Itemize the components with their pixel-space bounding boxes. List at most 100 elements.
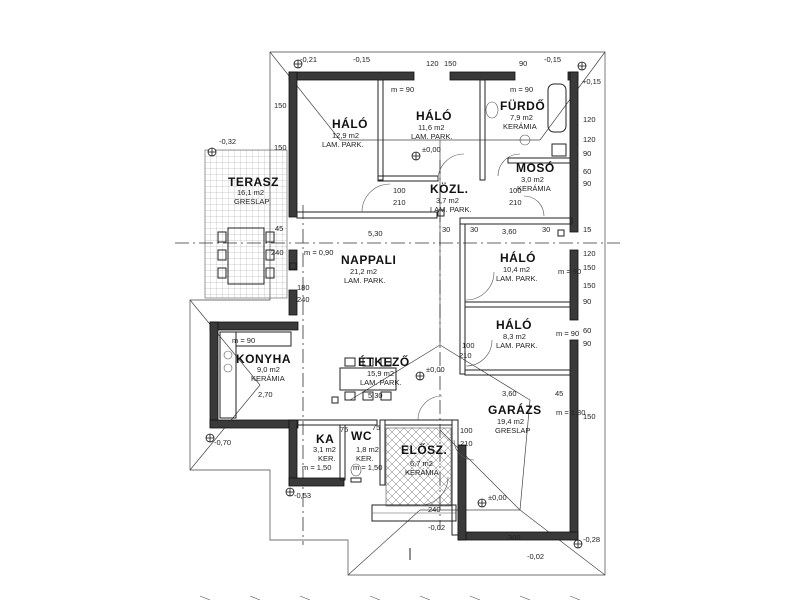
room-garazs: GARÁZS 19,4 m2 GRESLAP xyxy=(488,402,541,435)
svg-text:KA: KA xyxy=(316,432,334,446)
dimension-text: m = 90 xyxy=(232,336,255,345)
bottom-reference-marks xyxy=(199,595,581,600)
svg-text:KONYHA: KONYHA xyxy=(236,352,291,366)
dimension-text: 5,30 xyxy=(368,229,383,238)
dimension-text: 3,60 xyxy=(502,227,517,236)
room-halo-2: HÁLÓ 11,6 m2 LAM. PARK. xyxy=(411,108,453,141)
dimension-text: 30 xyxy=(542,225,550,234)
svg-text:HÁLÓ: HÁLÓ xyxy=(416,108,452,123)
svg-text:10,4 m2: 10,4 m2 xyxy=(503,265,530,274)
svg-text:15,9 m2: 15,9 m2 xyxy=(367,369,394,378)
dimension-text: 45 xyxy=(555,389,563,398)
entrance-tiling xyxy=(385,427,452,507)
entrance-steps xyxy=(371,504,457,560)
dimension-text: 90 xyxy=(583,339,591,348)
svg-text:12,9 m2: 12,9 m2 xyxy=(332,131,359,140)
level-text: -0,15 xyxy=(544,55,561,64)
dimension-text: 120 xyxy=(583,115,596,124)
dimension-text: 120 xyxy=(426,59,439,68)
svg-text:LAM. PARK.: LAM. PARK. xyxy=(360,378,402,387)
svg-text:HÁLÓ: HÁLÓ xyxy=(332,116,368,131)
level-text: ±0,00 xyxy=(422,145,441,154)
svg-text:6,7 m2: 6,7 m2 xyxy=(410,459,433,468)
dimension-text: 90 xyxy=(583,149,591,158)
dimension-text: 240 xyxy=(271,248,284,257)
dimension-text: 150 xyxy=(444,59,457,68)
door-swings xyxy=(361,153,545,506)
walls xyxy=(209,71,579,541)
room-halo-1: HÁLÓ 12,9 m2 LAM. PARK. xyxy=(322,116,368,149)
level-text: -0,70 xyxy=(214,438,231,447)
dimension-text: 15 xyxy=(583,225,591,234)
dimension-text: 210 xyxy=(460,439,473,448)
dimension-text: m = 90 xyxy=(510,85,533,94)
dimension-text: 90 xyxy=(519,59,527,68)
room-kamra: KA 3,1 m2 KER. xyxy=(313,432,336,463)
room-etkezo: ÉTKEZŐ 15,9 m2 LAM. PARK. xyxy=(358,354,409,387)
dimension-text: 60 xyxy=(583,326,591,335)
svg-text:KÖZL.: KÖZL. xyxy=(430,181,469,196)
dimension-text: m = 90 xyxy=(391,85,414,94)
level-text: -0,15 xyxy=(353,55,370,64)
svg-text:KERÁMIA: KERÁMIA xyxy=(251,374,285,383)
dimension-text: 60 xyxy=(583,167,591,176)
svg-text:LAM. PARK.: LAM. PARK. xyxy=(322,140,364,149)
level-text: -0,02 xyxy=(428,523,445,532)
svg-text:NAPPALI: NAPPALI xyxy=(341,253,396,267)
svg-text:GRESLAP: GRESLAP xyxy=(234,197,269,206)
svg-text:11,6 m2: 11,6 m2 xyxy=(418,123,445,132)
level-text: ±0,00 xyxy=(426,365,445,374)
structural-markers xyxy=(289,209,565,404)
svg-text:HÁLÓ: HÁLÓ xyxy=(496,317,532,332)
dimension-text: 240 xyxy=(297,295,310,304)
svg-text:KERÁMIA: KERÁMIA xyxy=(503,122,537,131)
svg-text:LAM. PARK.: LAM. PARK. xyxy=(496,341,538,350)
level-text: -0,21 xyxy=(300,55,317,64)
level-text: -0,53 xyxy=(294,491,311,500)
dimension-text: 45 xyxy=(275,224,283,233)
svg-text:KERÁMIA: KERÁMIA xyxy=(405,468,439,477)
dimension-text: 3,60 xyxy=(502,389,517,398)
svg-text:LAM. PARK.: LAM. PARK. xyxy=(496,274,538,283)
svg-text:1,8 m2: 1,8 m2 xyxy=(356,445,379,454)
dimension-text: m = 90 xyxy=(558,267,581,276)
dimension-text: 150 xyxy=(274,143,287,152)
svg-text:KER.: KER. xyxy=(356,454,374,463)
svg-text:TERASZ: TERASZ xyxy=(228,175,279,189)
dimension-text: 120 xyxy=(583,249,596,258)
svg-text:WC: WC xyxy=(351,429,372,443)
terrace-paving xyxy=(204,149,288,299)
room-nappali: NAPPALI 21,2 m2 LAM. PARK. xyxy=(341,253,396,285)
dimension-text: m = 0,90 xyxy=(304,248,333,257)
room-halo-3: HÁLÓ 10,4 m2 LAM. PARK. xyxy=(496,250,538,283)
dimension-text: 210 xyxy=(459,351,472,360)
dimension-text: m = 1,50 xyxy=(353,463,382,472)
level-text: -0,28 xyxy=(583,535,600,544)
wc-fixture xyxy=(350,463,362,483)
svg-text:KERÁMIA: KERÁMIA xyxy=(517,184,551,193)
axis-lines xyxy=(175,160,620,545)
svg-text:ELŐSZ.: ELŐSZ. xyxy=(401,442,447,457)
svg-text:LAM. PARK.: LAM. PARK. xyxy=(430,205,472,214)
terrace-table xyxy=(217,227,275,285)
kitchen-counters xyxy=(219,331,292,419)
dimension-text: m = 1,50 xyxy=(302,463,331,472)
dimension-text: 150 xyxy=(274,101,287,110)
room-elosz: ELŐSZ. 6,7 m2 KERÁMIA xyxy=(401,442,447,477)
dimension-text: 100 xyxy=(460,426,473,435)
dimension-text: 150 xyxy=(583,263,596,272)
room-labels: HÁLÓ 12,9 m2 LAM. PARK. HÁLÓ 11,6 m2 LAM… xyxy=(228,98,554,477)
room-terasz: TERASZ 16,1 m2 GRESLAP xyxy=(228,175,279,206)
dimension-text: 90 xyxy=(583,179,591,188)
dimension-text: 90 xyxy=(583,297,591,306)
svg-text:16,1 m2: 16,1 m2 xyxy=(237,188,264,197)
svg-text:HÁLÓ: HÁLÓ xyxy=(500,250,536,265)
dimension-text: 75 xyxy=(340,425,348,434)
dimension-text: 150 xyxy=(583,281,596,290)
svg-text:21,2 m2: 21,2 m2 xyxy=(350,267,377,276)
dimension-text: 100 xyxy=(509,186,522,195)
dimension-text: 30 xyxy=(442,225,450,234)
dimension-text: 2,70 xyxy=(258,390,273,399)
svg-text:3,0 m2: 3,0 m2 xyxy=(521,175,544,184)
